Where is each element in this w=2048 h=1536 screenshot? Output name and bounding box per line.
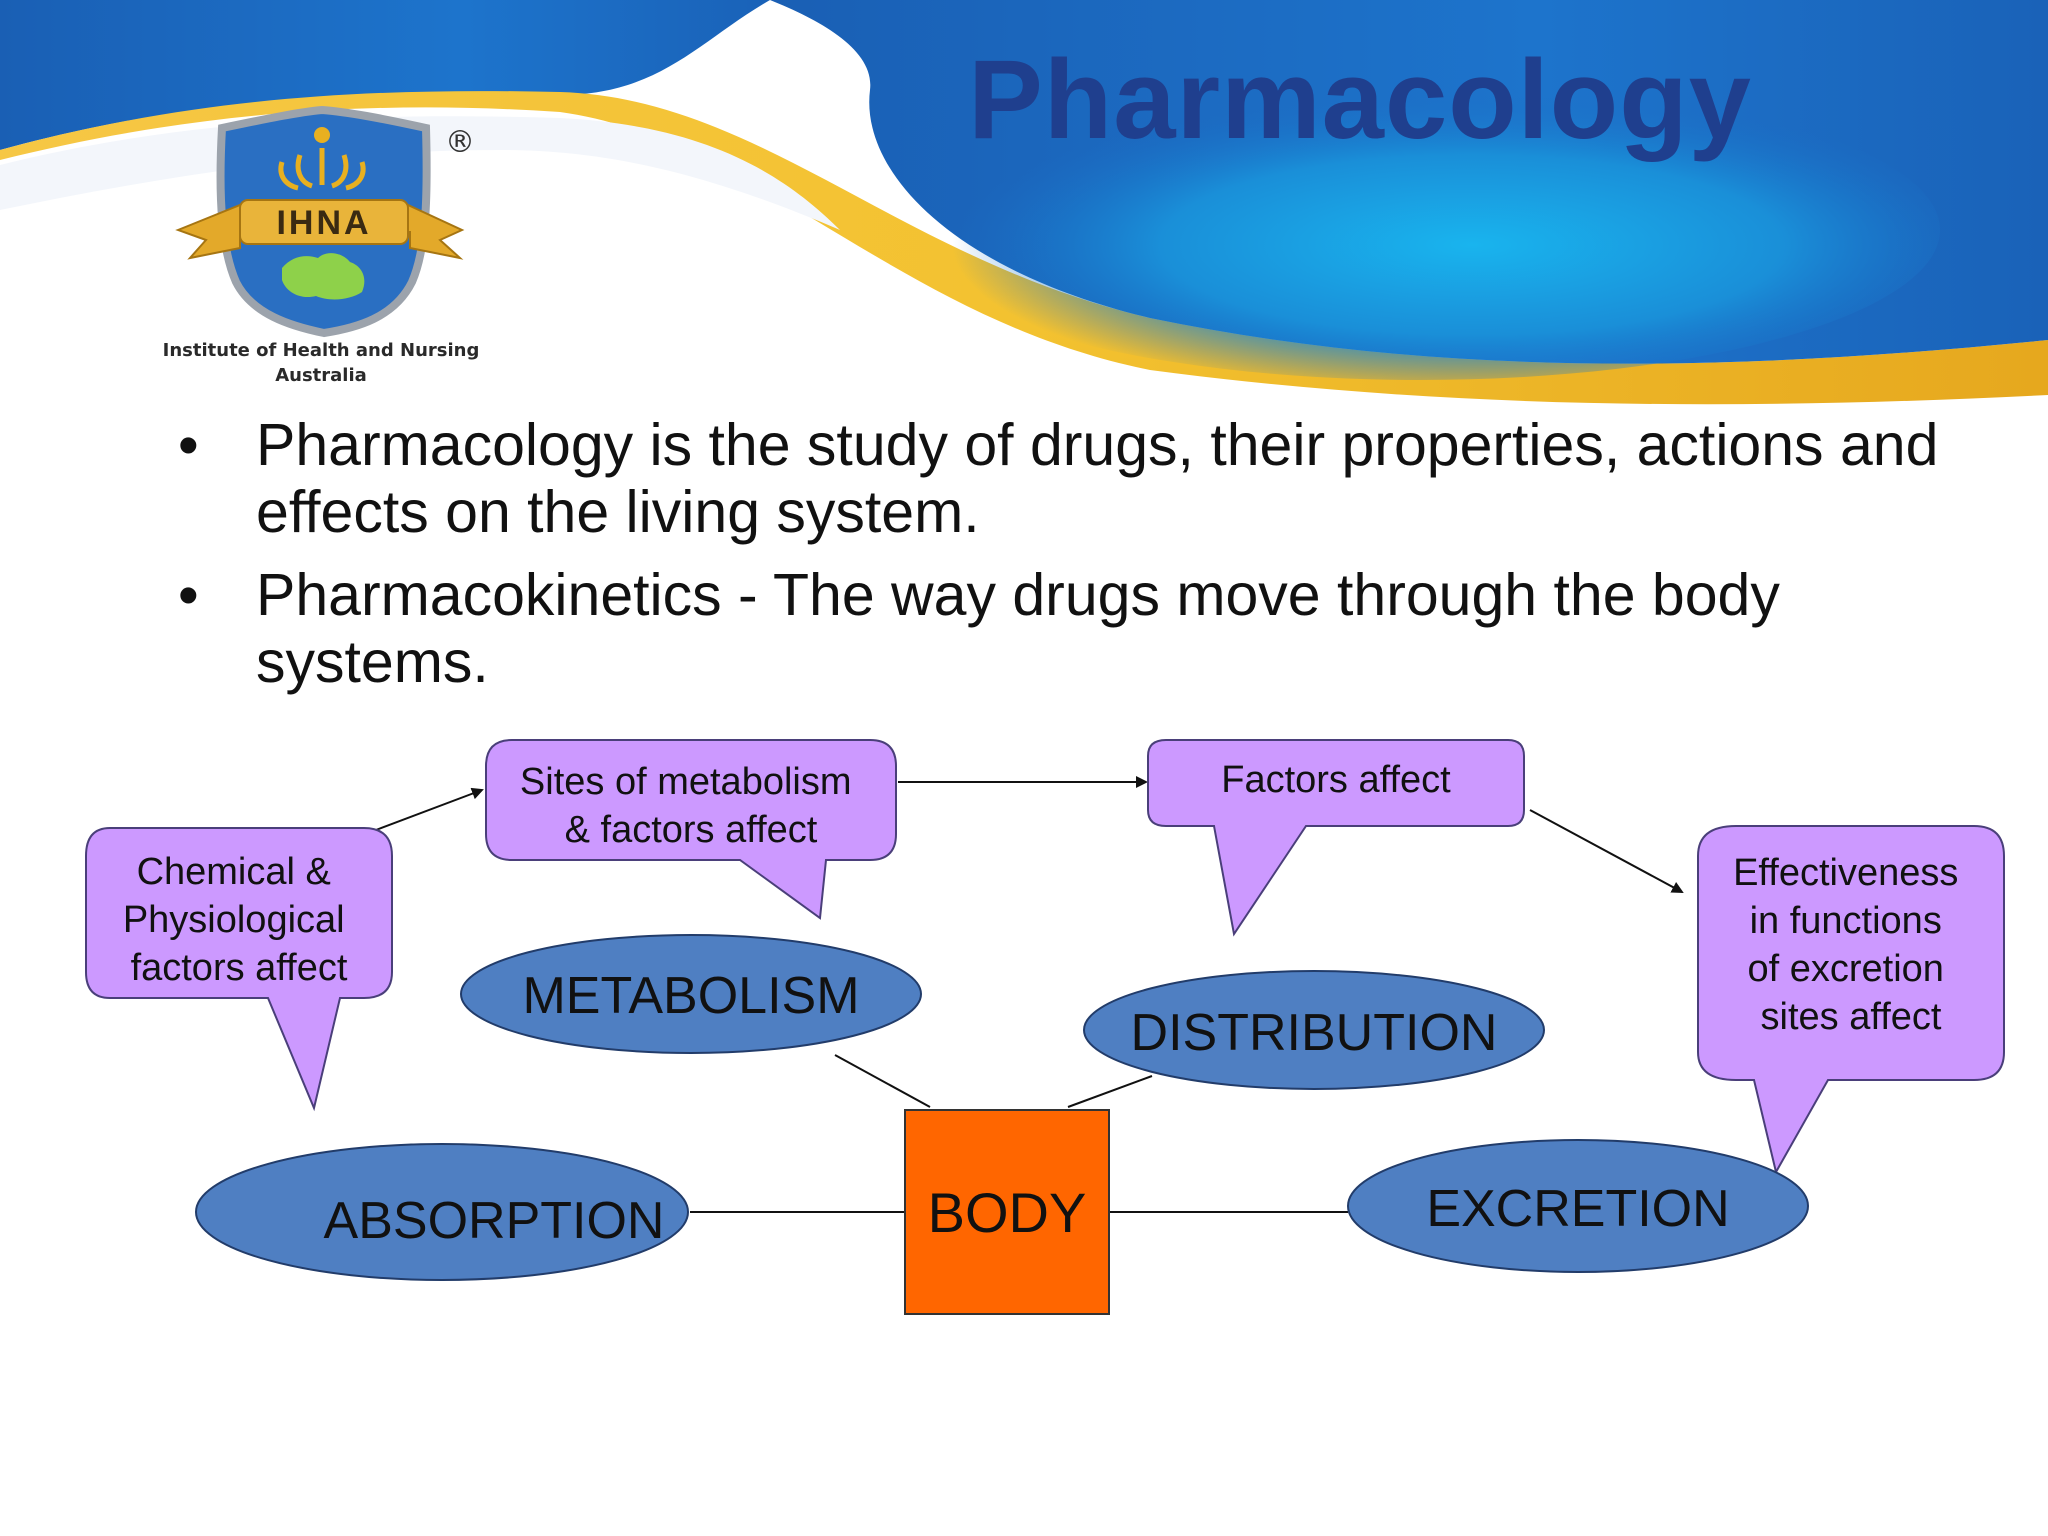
callout-chemical-line2: Physiological bbox=[123, 899, 345, 941]
bullet-item: • Pharmacokinetics - The way drugs move … bbox=[178, 562, 1968, 696]
callout-sites-text: Sites of metabolism & factors affect bbox=[520, 761, 862, 851]
logo-figure-head bbox=[314, 127, 330, 143]
callout-effectiveness-line3: of excretion bbox=[1747, 948, 1943, 990]
callout-chemical-factors bbox=[85, 827, 393, 1112]
absorption-label: ABSORPTION bbox=[324, 1192, 665, 1250]
logo-emblem-text: IHNA bbox=[276, 204, 371, 242]
distribution-label: DISTRIBUTION bbox=[1131, 1004, 1498, 1062]
callout-sites-of-metabolism bbox=[485, 739, 897, 920]
logo-banner-center bbox=[239, 199, 409, 245]
header-wave-left bbox=[0, 0, 770, 150]
callout-effectiveness-text: Effectiveness in functions of excretion … bbox=[1733, 852, 1969, 1038]
absorption-node bbox=[195, 1143, 689, 1281]
logo-caption-line2: Australia bbox=[275, 365, 367, 386]
arrow-factors-to-effectiveness bbox=[1529, 809, 1684, 893]
header-cyan-glow bbox=[900, 80, 1940, 380]
bullet-list: • Pharmacology is the study of drugs, th… bbox=[178, 412, 1968, 712]
body-node bbox=[904, 1109, 1110, 1315]
metabolism-label: METABOLISM bbox=[522, 967, 859, 1025]
excretion-node bbox=[1347, 1139, 1809, 1273]
metabolism-node bbox=[460, 934, 922, 1054]
bullet-marker: • bbox=[178, 562, 199, 628]
logo-australia-map-icon bbox=[282, 253, 365, 300]
bullet-item: • Pharmacology is the study of drugs, th… bbox=[178, 412, 1968, 546]
connector-distribution-body bbox=[1067, 1075, 1153, 1108]
callout-factors-affect bbox=[1147, 739, 1525, 937]
header-gold-swoosh bbox=[0, 91, 2048, 405]
arrow-chemical-to-sites bbox=[375, 787, 484, 831]
logo-laurel-icon bbox=[278, 148, 366, 191]
callout-chemical-line1: Chemical & bbox=[137, 851, 331, 893]
callout-effectiveness-line1: Effectiveness bbox=[1733, 852, 1958, 894]
bullet-text: Pharmacokinetics - The way drugs move th… bbox=[256, 562, 1780, 695]
distribution-node bbox=[1083, 970, 1545, 1090]
callout-chemical-text: Chemical & Physiological factors affect bbox=[123, 851, 355, 989]
logo-registered-mark: ® bbox=[445, 125, 475, 160]
header-light-wave bbox=[0, 116, 840, 230]
callout-sites-line2: & factors affect bbox=[565, 809, 818, 851]
callout-effectiveness bbox=[1697, 825, 2005, 1175]
callout-sites-line1: Sites of metabolism bbox=[520, 761, 852, 803]
excretion-label: EXCRETION bbox=[1426, 1180, 1729, 1238]
connector-metabolism-body bbox=[834, 1054, 931, 1108]
callout-factors-line1: Factors affect bbox=[1221, 759, 1451, 801]
callout-factors-text: Factors affect bbox=[1221, 759, 1451, 801]
callout-chemical-line3: factors affect bbox=[131, 947, 348, 989]
logo-caption-line1: Institute of Health and Nursing bbox=[162, 340, 480, 361]
bullet-marker: • bbox=[178, 412, 199, 478]
body-label: BODY bbox=[928, 1181, 1087, 1244]
slide-title: Pharmacology bbox=[968, 37, 1752, 162]
bullet-text: Pharmacology is the study of drugs, thei… bbox=[256, 412, 1939, 545]
callout-effectiveness-line4: sites affect bbox=[1761, 996, 1942, 1038]
callout-effectiveness-line2: in functions bbox=[1750, 900, 1942, 942]
logo-caption: Institute of Health and Nursing Australi… bbox=[160, 338, 482, 388]
